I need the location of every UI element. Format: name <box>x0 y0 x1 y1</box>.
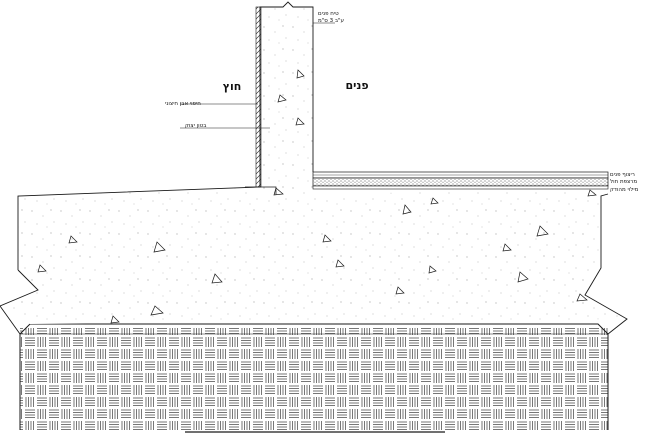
label-inside: פנים <box>345 79 368 92</box>
external-cladding-strip <box>255 6 262 188</box>
aggregate-triangles <box>37 69 597 324</box>
label-floor-fill: מילוי מהודק <box>610 186 639 193</box>
label-outside: חוץ <box>223 80 242 93</box>
label-floor-tiles: ריצוף פנים <box>610 172 635 178</box>
label-concrete-wall: בטון יצוק <box>185 123 206 129</box>
wall-note-line1: טיח פנים <box>318 11 339 17</box>
wall-note-line2: ע"ב 3 ס"מ <box>318 18 344 24</box>
leader-lines <box>180 22 335 129</box>
foundation-block <box>19 323 609 433</box>
footing-step-mark <box>245 186 277 195</box>
floor-build-up <box>312 171 609 190</box>
label-external-cladding: חיפוי אבן חיצוני <box>165 101 201 107</box>
concrete-stipple-fill <box>0 2 627 324</box>
concrete-outline <box>0 1 628 335</box>
label-floor-bedding: מרצפת חול <box>610 178 637 185</box>
